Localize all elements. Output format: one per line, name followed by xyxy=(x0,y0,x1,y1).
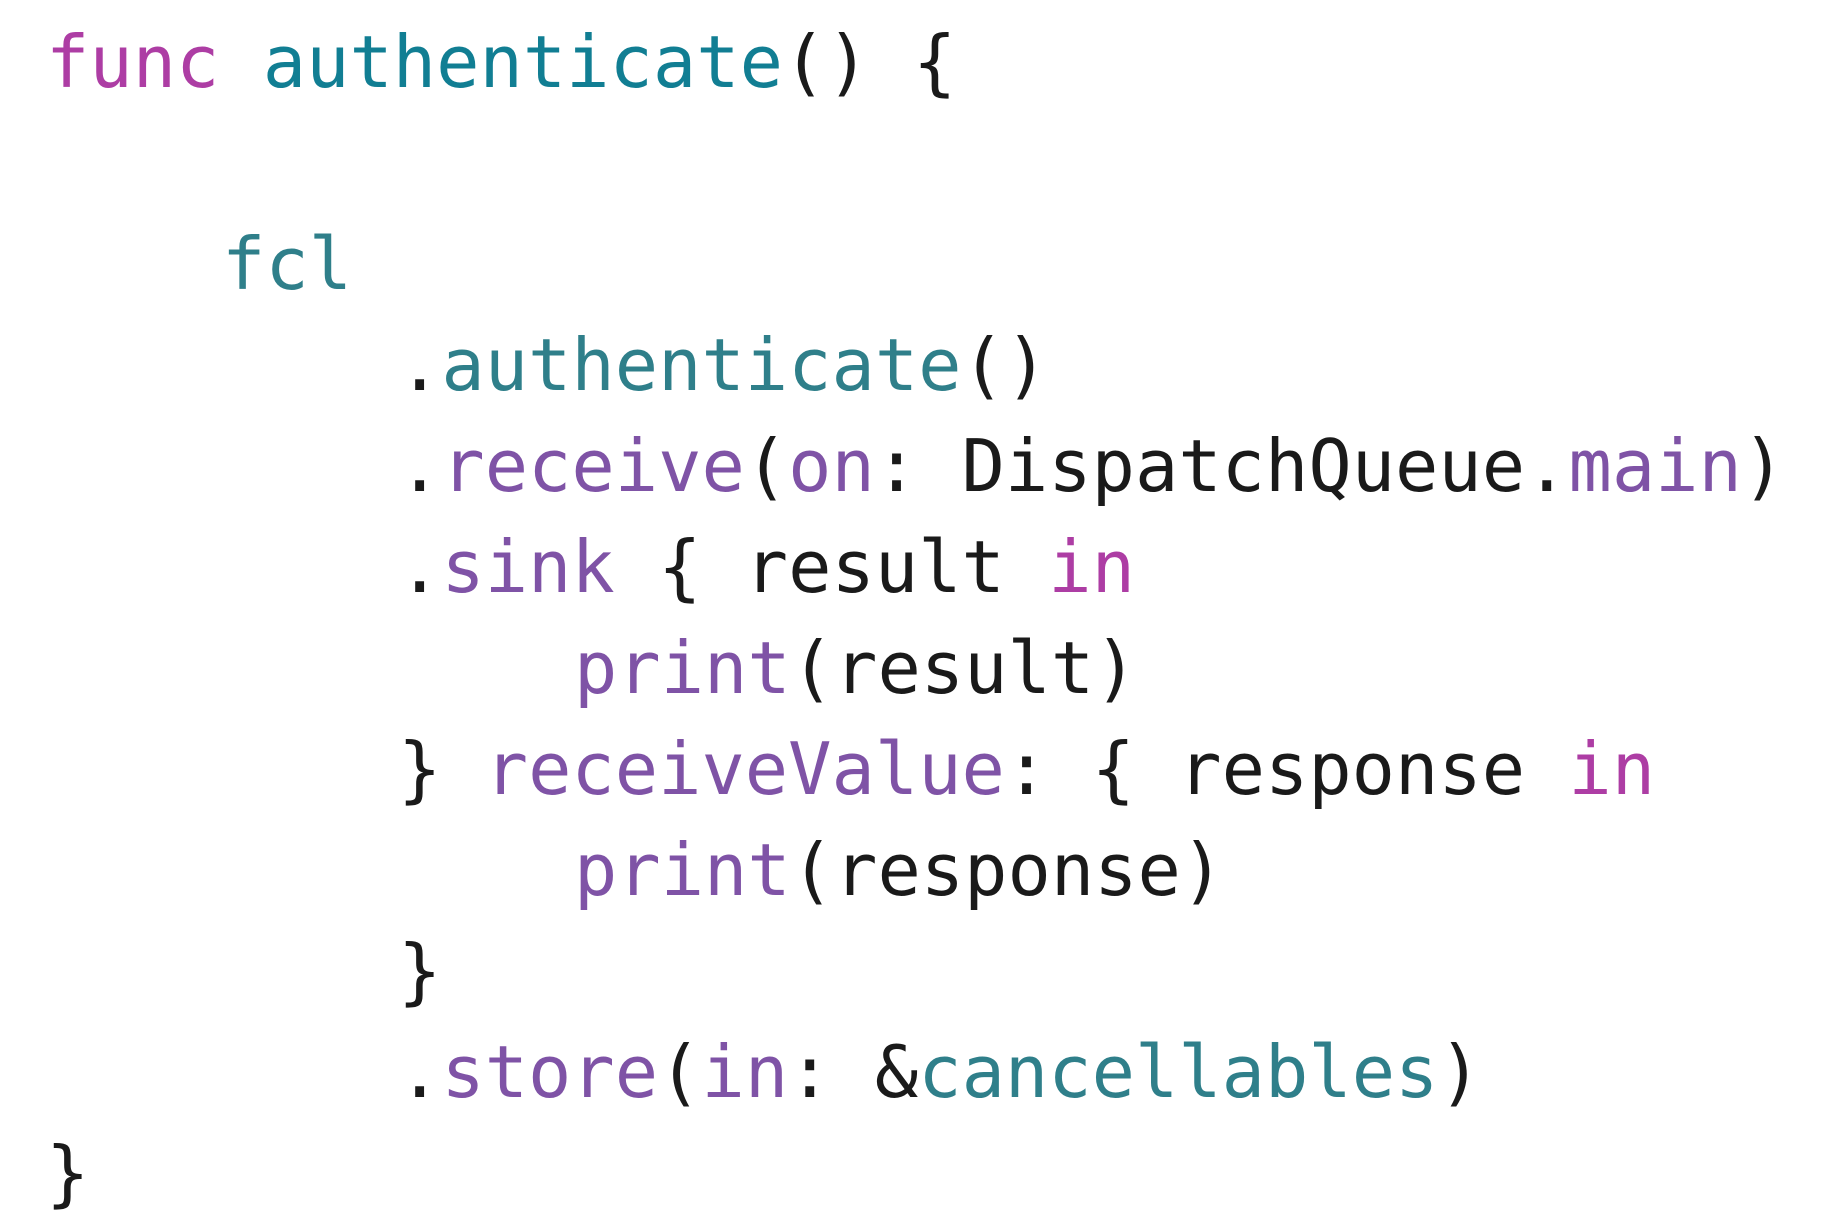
code-line-receive-value: } receiveValue: { response in xyxy=(46,719,1785,820)
method-sink: sink xyxy=(441,525,615,609)
identifier-cancellables: cancellables xyxy=(918,1030,1439,1114)
code-block: func authenticate() { fcl.authenticate()… xyxy=(46,12,1785,1224)
closure-params-result: { result xyxy=(658,525,1005,609)
code-line-fcl: fcl xyxy=(46,214,1785,315)
method-authenticate: authenticate xyxy=(441,323,962,407)
open-signature: () { xyxy=(782,20,957,104)
call-parens: () xyxy=(961,323,1049,407)
member-main: main xyxy=(1568,424,1742,508)
label-in: in xyxy=(701,1030,789,1114)
function-print: print xyxy=(574,626,791,710)
function-print: print xyxy=(574,828,791,912)
colon: : xyxy=(874,424,919,508)
dot: . xyxy=(1525,424,1569,508)
close-brace: } xyxy=(46,1131,90,1215)
label-on: on xyxy=(788,424,875,508)
identifier-fcl: fcl xyxy=(222,222,353,306)
keyword-in: in xyxy=(1568,727,1656,811)
keyword-in: in xyxy=(1048,525,1135,609)
dot: . xyxy=(398,424,442,508)
code-line-close-func: } xyxy=(46,1123,1785,1224)
open-paren: ( xyxy=(658,1030,702,1114)
close-brace: } xyxy=(398,727,442,811)
type-dispatchqueue: DispatchQueue xyxy=(961,424,1526,508)
code-line-authenticate-call: .authenticate() xyxy=(46,315,1785,416)
label-receive-value: receiveValue xyxy=(484,727,1005,811)
method-receive: receive xyxy=(441,424,745,508)
code-line-print-response: print(response) xyxy=(46,820,1785,921)
code-line-sink: .sink { result in xyxy=(46,517,1785,618)
print-args-result: (result) xyxy=(790,626,1138,710)
code-line-store: .store(in: &cancellables) xyxy=(46,1022,1785,1123)
open-paren: ( xyxy=(744,424,789,508)
close-paren: ) xyxy=(1741,424,1786,508)
function-name-authenticate: authenticate xyxy=(262,20,783,104)
code-line-close-closure: } xyxy=(46,921,1785,1022)
dot: . xyxy=(398,323,442,407)
dot: . xyxy=(398,525,442,609)
code-line-blank xyxy=(46,113,1785,214)
code-line-func-declaration: func authenticate() { xyxy=(46,12,1785,113)
code-line-receive: .receive(on: DispatchQueue.main) xyxy=(46,416,1785,517)
closure-params-response: : { response xyxy=(1004,727,1526,811)
colon-ampersand: : & xyxy=(788,1030,919,1114)
keyword-func: func xyxy=(46,20,220,104)
close-brace: } xyxy=(398,929,442,1013)
print-args-response: (response) xyxy=(790,828,1225,912)
method-store: store xyxy=(441,1030,659,1114)
dot: . xyxy=(398,1030,442,1114)
close-paren: ) xyxy=(1438,1030,1482,1114)
code-line-print-result: print(result) xyxy=(46,618,1785,719)
